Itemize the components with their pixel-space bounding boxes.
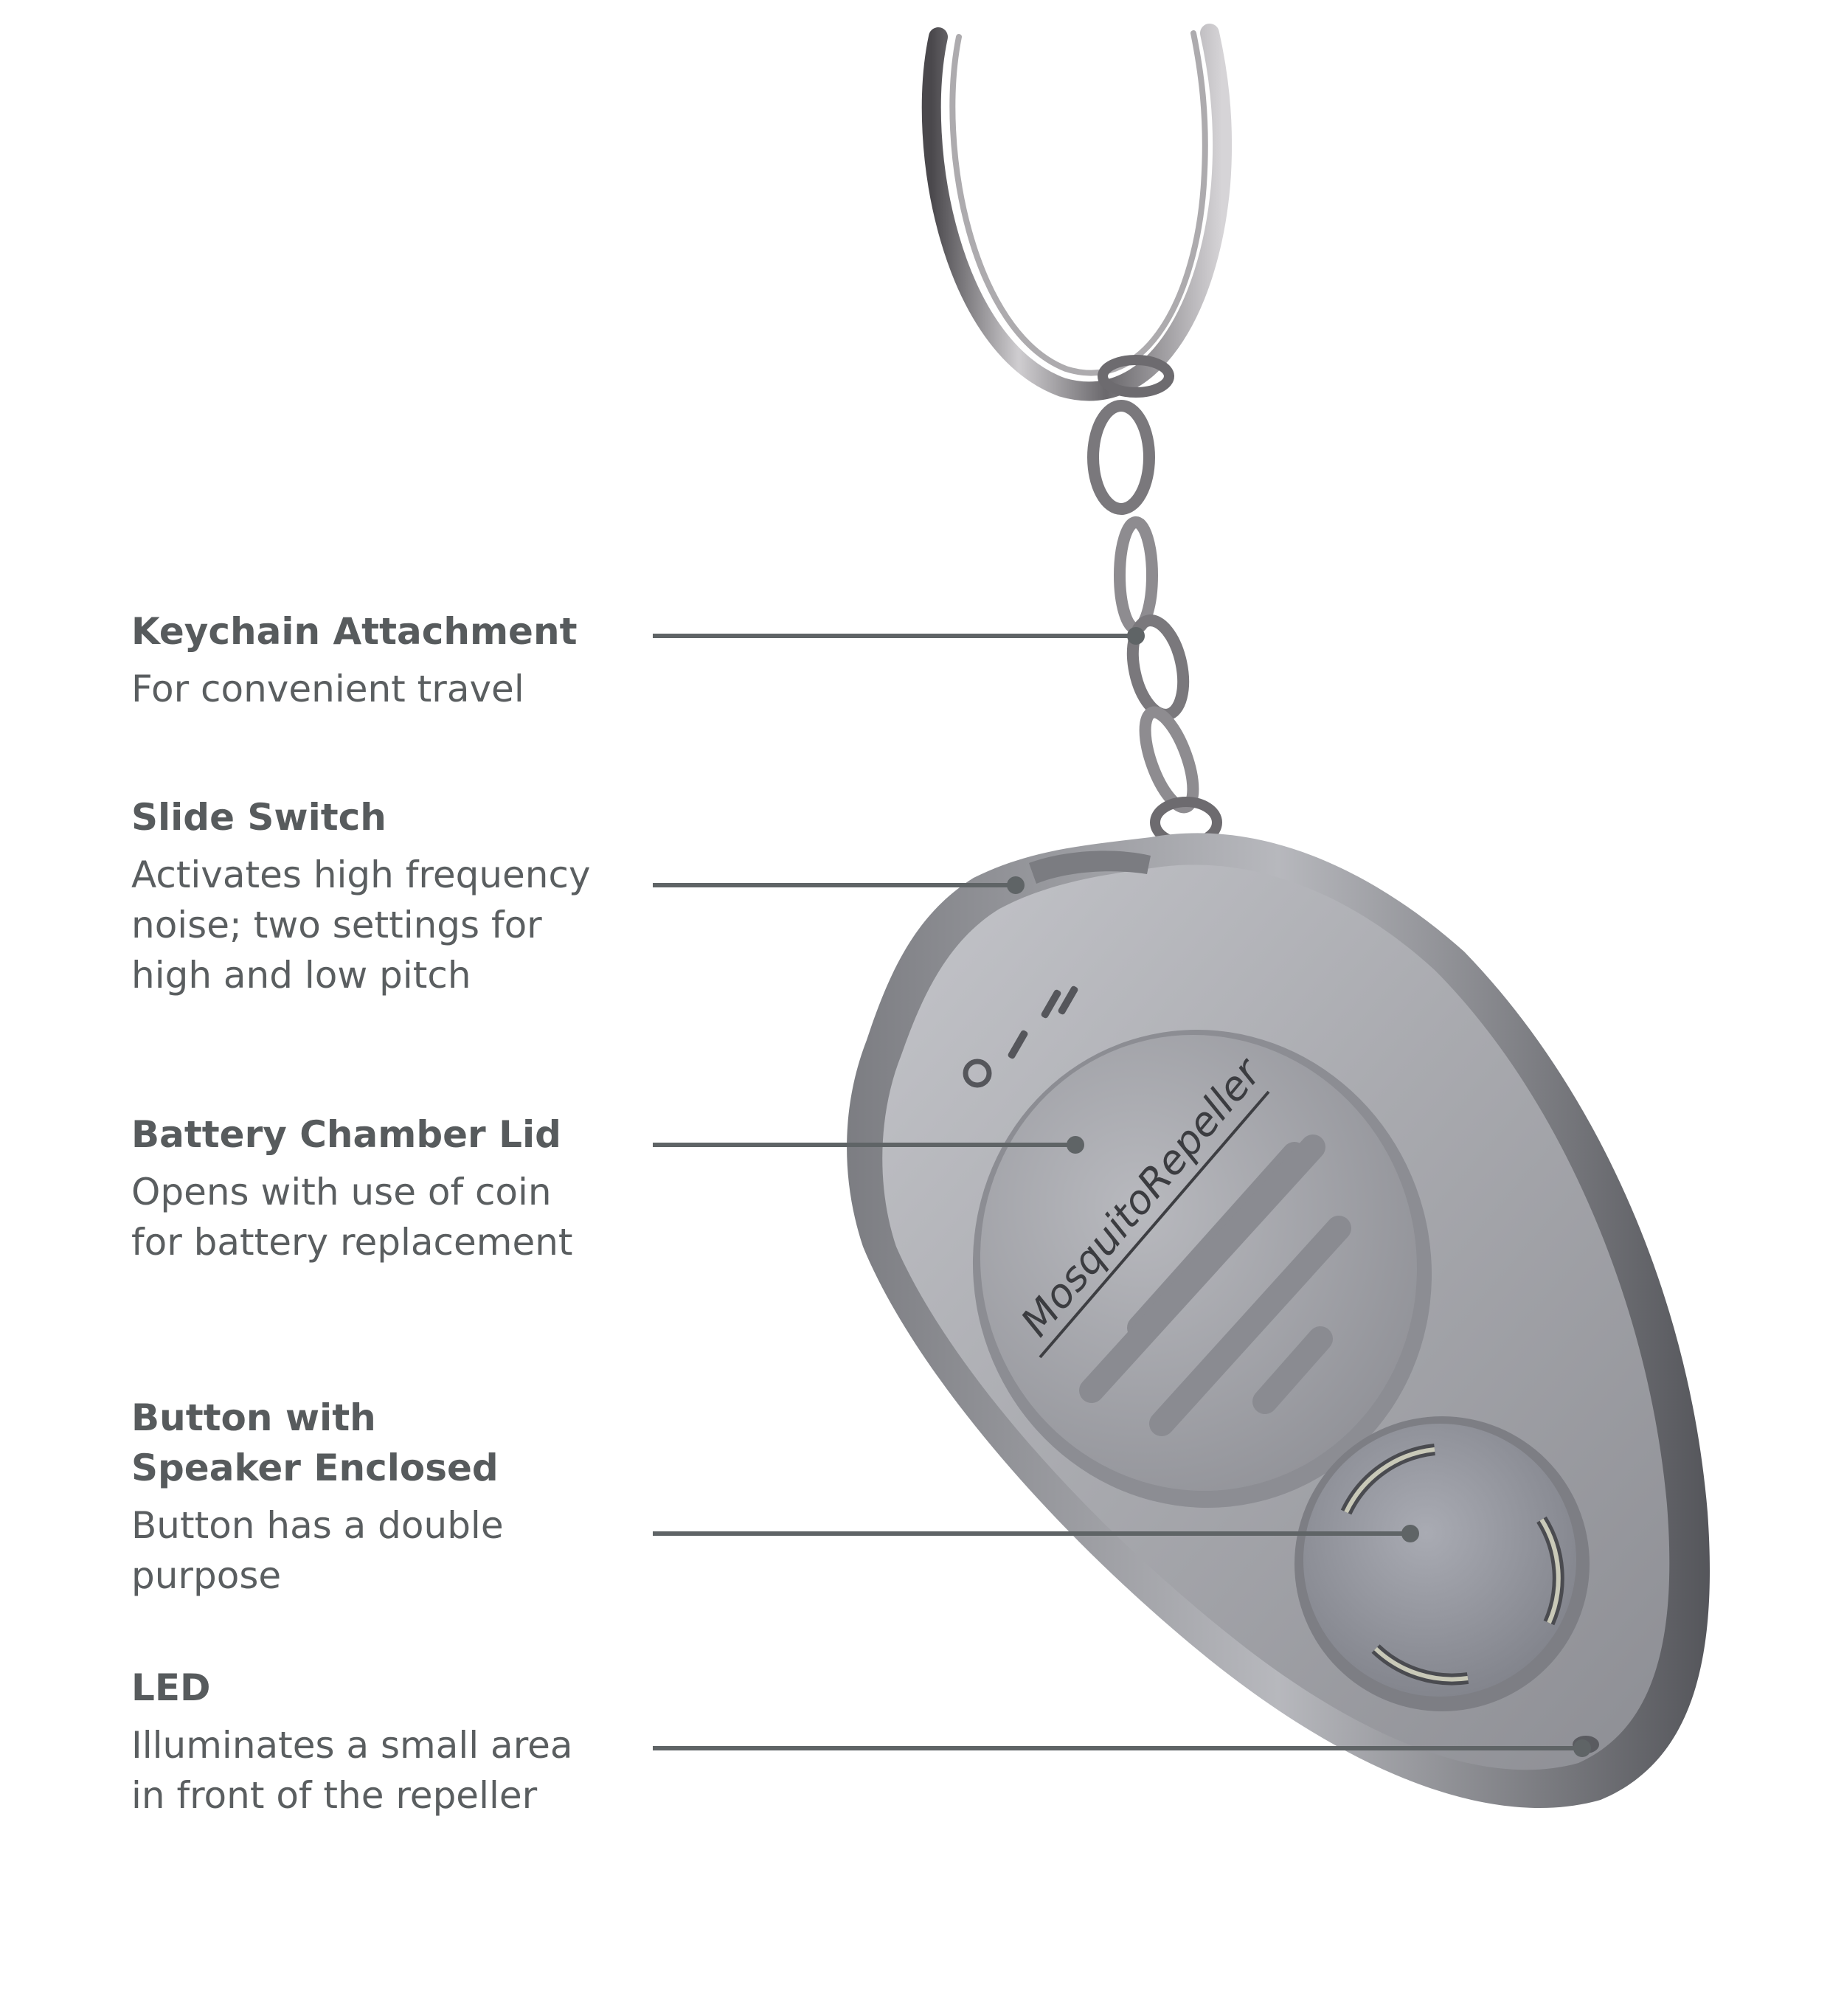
callout-title-battery: Battery Chamber Lid [131,1113,561,1156]
switch-mark-off [963,1059,992,1088]
callout-desc-keychain: For convenient travel [131,668,524,710]
leader-dot-led [1573,1739,1591,1757]
callout-desc-button: Button has a double purpose [131,1504,504,1597]
leader-dot-battery [1067,1136,1084,1154]
callout-title-led: LED [131,1666,211,1709]
speaker-button [1294,1416,1590,1711]
callout-keychain: Keychain Attachment For convenient trave… [131,606,677,714]
leader-dot-switch [1007,876,1025,894]
callout-switch: Slide Switch Activates high frequency no… [131,792,677,1000]
callout-desc-led: Illuminates a small area in front of the… [131,1724,573,1817]
callout-title-button: Button with Speaker Enclosed [131,1396,499,1489]
switch-mark-low [1008,1030,1028,1059]
battery-chamber-lid: MosquitoRepeller [972,1029,1432,1508]
leader-lines [653,627,1591,1757]
leader-dot-button [1401,1525,1419,1542]
slide-switch [1029,851,1151,884]
switch-markings [963,986,1078,1088]
leader-dot-keychain [1127,627,1145,645]
switch-mark-high-b [1058,986,1078,1015]
callout-title-keychain: Keychain Attachment [131,610,578,653]
switch-mark-high-a [1041,989,1061,1019]
callout-desc-switch: Activates high frequency noise; two sett… [131,853,591,997]
callout-title-switch: Slide Switch [131,796,387,839]
callout-desc-battery: Opens with use of coin for battery repla… [131,1171,573,1264]
callout-battery: Battery Chamber Lid Opens with use of co… [131,1109,677,1267]
callout-button: Button with Speaker Enclosed Button has … [131,1393,677,1601]
callout-led: LED Illuminates a small area in front of… [131,1663,677,1821]
